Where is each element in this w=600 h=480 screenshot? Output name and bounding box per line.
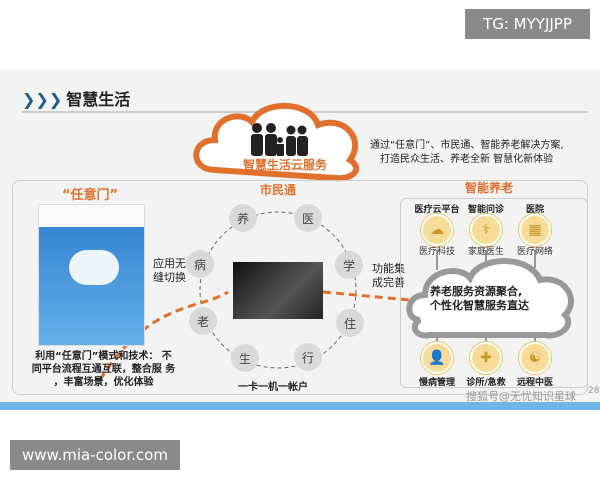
section-right-title: 智能养老 <box>465 181 514 195</box>
doctor-icon: 👤 <box>421 342 453 374</box>
node-yang: 养 <box>229 204 257 232</box>
elder-cloud-text: 养老服务资源聚合,个性化智慧服务直达 <box>430 285 529 313</box>
node-yi: 医 <box>294 204 322 232</box>
node-bing: 病 <box>186 250 214 278</box>
page-title: ❯❯❯智慧生活 <box>22 86 130 110</box>
top-title: 医院 <box>525 205 544 215</box>
cloud-line: 养老服务资源聚合, <box>430 285 523 298</box>
center-photo <box>233 262 323 319</box>
section-mid-title: 市民通 <box>260 183 297 197</box>
label-line: 功能集 <box>372 262 405 275</box>
watermark-bottom: www.mia-color.com <box>10 440 180 470</box>
node-zhu: 住 <box>336 309 364 337</box>
diagram-graphics <box>98 102 574 381</box>
cloud-image <box>69 250 119 285</box>
bottom-title: 远程中医 <box>516 378 553 388</box>
arrow-right <box>322 290 411 302</box>
cloud-label: 智慧生活云服务 <box>242 158 327 172</box>
title-text: 智慧生活 <box>66 90 131 109</box>
stethoscope-icon: ⚕ <box>470 214 502 246</box>
top-sub: 家庭医生 <box>467 247 504 257</box>
circle-caption: 一卡一机一帐户 <box>238 382 308 393</box>
node-sheng: 生 <box>231 344 259 372</box>
source-watermark: 搜狐号@无忧知识星球 <box>466 390 576 403</box>
desc-line: 同平台流程互通互联，整合服 务 <box>31 364 176 375</box>
section-left-title: “任意门” <box>62 188 119 203</box>
chevrons-icon: ❯❯❯ <box>22 90 63 109</box>
node-xing: 行 <box>294 343 322 371</box>
page-number: 28 <box>588 386 600 396</box>
yin-yang-icon: ☯ <box>519 342 551 374</box>
bottom-title: 慢病管理 <box>418 378 455 388</box>
phone-screenshot <box>38 204 145 346</box>
top-title: 智能问诊 <box>467 205 504 215</box>
family-icon <box>251 123 308 156</box>
label-line: 缝切换 <box>153 271 186 284</box>
arrow-right-label: 功能集成完善 <box>372 262 405 290</box>
cloud-icon: ☁ <box>421 214 453 246</box>
bottom-bar <box>0 402 600 410</box>
top-sub: 医疗网络 <box>516 247 553 257</box>
elder-care-box <box>400 198 588 388</box>
first-aid-icon: ✚ <box>470 342 502 374</box>
label-line: 成完善 <box>372 276 405 289</box>
hospital-icon: ▦ <box>519 214 551 246</box>
intro-line-1: 通过“任意门”、市民通、智能养老解决方案, <box>370 140 564 151</box>
arrow-left-label: 应用无缝切换 <box>153 257 186 285</box>
top-title: 医疗云平台 <box>414 205 460 215</box>
arrow-left <box>98 290 229 381</box>
top-sub: 医疗科技 <box>418 247 455 257</box>
label-line: 应用无 <box>153 257 186 270</box>
node-lao: 老 <box>189 307 217 335</box>
node-xue: 学 <box>335 251 363 279</box>
desc-line: 利用“任意门”模式和技术： 不 <box>35 351 172 362</box>
intro-line-2: 打造民众生活、养老全新 智慧化新体验 <box>380 154 554 165</box>
bottom-title: 诊所/急救 <box>466 378 506 388</box>
left-description: 利用“任意门”模式和技术： 不 同平台流程互通互联，整合服 务 ，丰富场景，优化… <box>16 350 191 389</box>
cloud-line: 个性化智慧服务直达 <box>430 299 529 312</box>
watermark-top: TG: MYYJJPP <box>465 9 590 39</box>
elder-cloud <box>406 258 574 339</box>
desc-line: ，丰富场景，优化体验 <box>53 377 154 388</box>
